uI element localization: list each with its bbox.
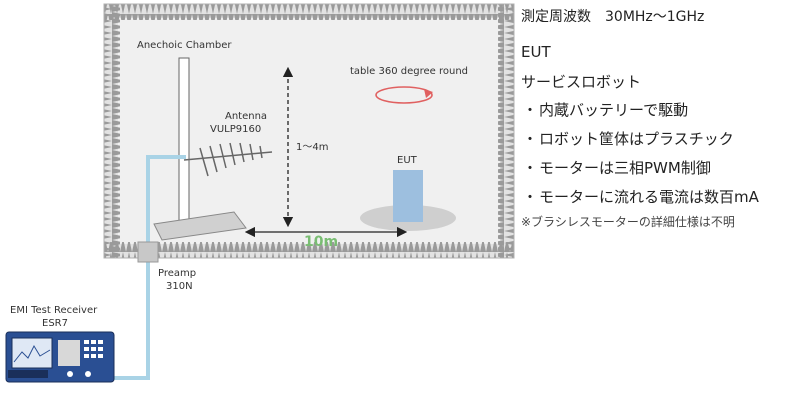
rotation-label: table 360 degree round	[350, 66, 468, 77]
antenna-mast	[153, 57, 247, 241]
eut-label: EUT	[397, 155, 418, 166]
antenna-label: Antenna	[225, 111, 267, 122]
robot-type: サービスロボット	[521, 73, 642, 91]
eut-spec-list: ・内蔵バッテリーで駆動 ・ロボット筐体はプラスチック ・モーターは三相PWM制御…	[521, 96, 759, 212]
list-item-text: 内蔵バッテリーで駆動	[539, 101, 689, 119]
list-item-text: モーターに流れる電流は数百mA	[539, 188, 759, 206]
eut-heading: EUT	[521, 43, 551, 61]
antenna	[183, 142, 273, 177]
footnote: ※ブラシレスモーターの詳細仕様は不明	[521, 215, 735, 229]
list-item: ・モーターに流れる電流は数百mA	[521, 183, 759, 212]
frequency-range: 測定周波数 30MHz～1GHz	[521, 9, 705, 25]
anechoic-chamber	[103, 3, 515, 259]
list-item-text: ロボット筐体はプラスチック	[539, 130, 734, 148]
rotation-arrow-icon	[375, 86, 433, 104]
bullet-marker: ・	[522, 159, 538, 177]
receiver-label: EMI Test Receiver	[10, 305, 98, 316]
bullet-marker: ・	[522, 188, 538, 206]
emi-test-receiver	[5, 331, 115, 383]
eut-box	[393, 170, 423, 222]
preamp-label: Preamp	[158, 268, 196, 279]
distance-label: 10m	[304, 234, 338, 250]
receiver-model: ESR7	[42, 318, 68, 329]
antenna-model: VULP9160	[210, 124, 261, 135]
chamber-setup-diagram: Anechoic Chamber Antenna VULP9160 1～4m t…	[5, 3, 515, 383]
height-range-label: 1～4m	[296, 142, 328, 153]
list-item: ・ロボット筐体はプラスチック	[521, 125, 759, 154]
list-item: ・モーターは三相PWM制御	[521, 154, 759, 183]
bullet-marker: ・	[522, 101, 538, 119]
preamp-box	[137, 241, 159, 263]
bullet-marker: ・	[522, 130, 538, 148]
chamber-label: Anechoic Chamber	[137, 40, 232, 51]
list-item-text: モーターは三相PWM制御	[539, 159, 711, 177]
list-item: ・内蔵バッテリーで駆動	[521, 96, 759, 125]
preamp-model: 310N	[166, 281, 193, 292]
